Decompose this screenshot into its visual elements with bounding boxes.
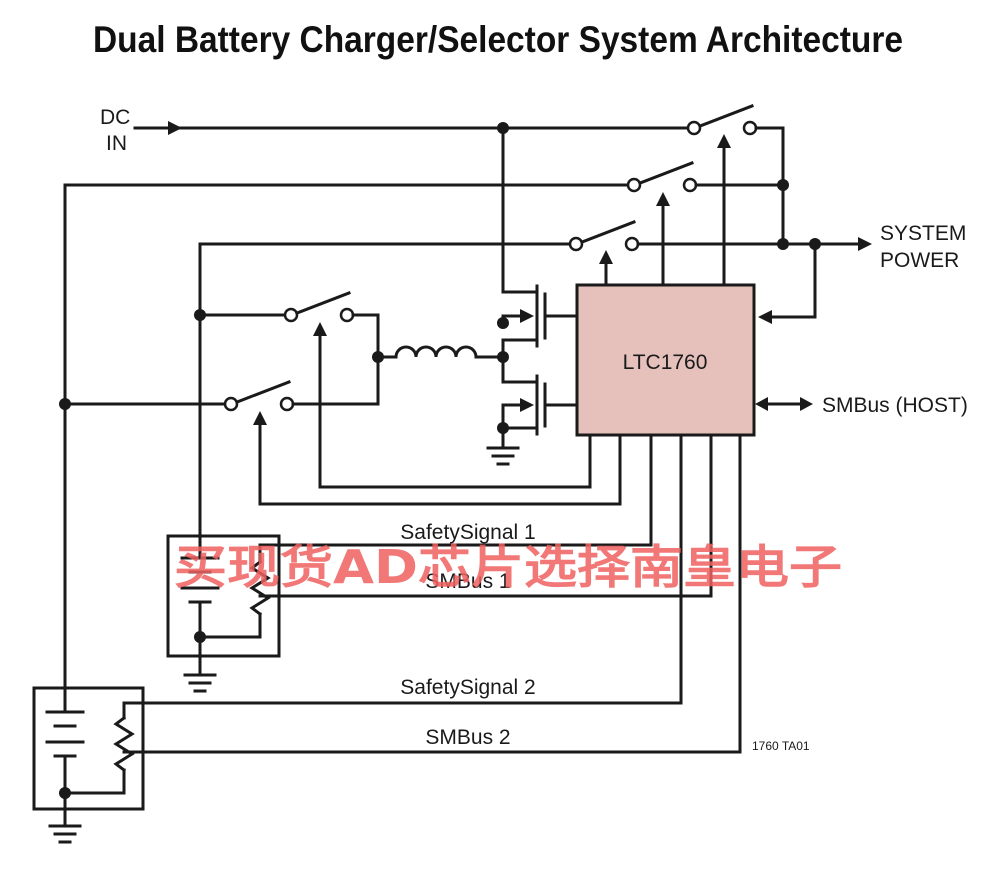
junction-dot xyxy=(59,398,71,410)
junction-dot xyxy=(59,787,71,799)
safety-signal-1-label: SafetySignal 1 xyxy=(400,521,535,544)
battery1-signal-wires xyxy=(261,433,713,598)
battery1-power-wire xyxy=(198,220,872,542)
smbus-host-label: SMBus (HOST) xyxy=(822,394,968,417)
dc-in-label-2: IN xyxy=(106,132,127,155)
ground-icon xyxy=(183,673,217,693)
diagram-title: Dual Battery Charger/Selector System Arc… xyxy=(93,19,903,60)
switch-control-wires xyxy=(258,433,622,506)
junction-dot xyxy=(497,317,509,329)
inductor xyxy=(376,345,505,359)
charge-switch-1 xyxy=(198,291,380,489)
junction-dot xyxy=(194,309,206,321)
junction-dot xyxy=(777,238,789,250)
battery2-signal-wires xyxy=(138,433,742,754)
system-power-sense-wire xyxy=(758,242,817,324)
junction-dot xyxy=(777,179,789,191)
system-power-label-2: POWER xyxy=(880,249,959,272)
figure-code: 1760 TA01 xyxy=(752,739,810,753)
smbus-2-label: SMBus 2 xyxy=(425,726,510,749)
watermark-text: 买现货AD芯片选择南皇电子 xyxy=(174,540,842,594)
ground-icon xyxy=(486,446,520,466)
dc-in-switch xyxy=(686,104,785,287)
system-power-label-1: SYSTEM xyxy=(880,222,966,245)
smbus-host-wire xyxy=(755,397,813,411)
charge-switch-2 xyxy=(63,380,380,506)
ground-icon xyxy=(48,824,82,844)
ltc1760-chip xyxy=(575,283,756,437)
battery2-power-wire xyxy=(63,161,785,707)
dc-in-label-1: DC xyxy=(100,106,130,129)
smbus-1-label: SMBus 1 xyxy=(425,570,510,593)
junction-dot xyxy=(194,631,206,643)
battery-pack-2 xyxy=(32,686,145,828)
mosfet-low-side xyxy=(501,355,579,450)
battery-pack-1 xyxy=(166,534,281,677)
chip-label: LTC1760 xyxy=(623,351,708,374)
safety-signal-2-label: SafetySignal 2 xyxy=(400,676,535,699)
junction-dot xyxy=(497,422,509,434)
mosfet-high-side xyxy=(501,126,579,359)
dc-in-wire xyxy=(133,121,692,135)
